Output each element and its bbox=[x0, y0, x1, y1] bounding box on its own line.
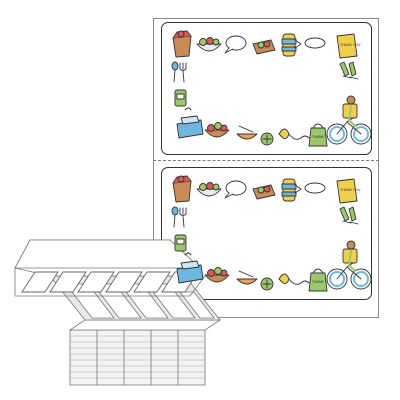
stack-body bbox=[68, 319, 222, 386]
lime-icon bbox=[260, 277, 274, 291]
drink-cup-icon bbox=[281, 33, 302, 57]
drink-can-icon bbox=[174, 89, 187, 107]
speech-bubble-icon bbox=[304, 37, 326, 49]
fruit-bowl-icon bbox=[204, 122, 230, 138]
drink-can-icon bbox=[174, 234, 187, 252]
salad-bowl-icon bbox=[196, 37, 222, 52]
containers-icon bbox=[176, 252, 204, 284]
badge-text: THANK YOU bbox=[312, 280, 333, 284]
speech-bubble-icon bbox=[224, 180, 247, 199]
speech-bubble-icon bbox=[224, 35, 247, 54]
phone-icon bbox=[278, 273, 310, 285]
spoon-fork-icon bbox=[171, 61, 187, 83]
burger-box-icon bbox=[252, 39, 276, 55]
containers-icon bbox=[176, 107, 204, 139]
fruit-bowl-icon bbox=[236, 270, 258, 285]
food-bag-icon: THANK YOU bbox=[336, 33, 361, 59]
phone-icon bbox=[278, 128, 310, 140]
speech-bubble-icon bbox=[304, 182, 326, 194]
leg-icon bbox=[339, 61, 359, 80]
badge-text: THANK YOU bbox=[312, 135, 333, 139]
burger-box-icon bbox=[252, 184, 276, 200]
label-art-bottom: THANK YOU THANK YOU bbox=[171, 175, 372, 292]
drink-cup-icon bbox=[281, 178, 302, 202]
perforation-line bbox=[153, 160, 379, 161]
fruit-bowl-icon bbox=[236, 125, 258, 140]
fruit-bowl-icon bbox=[204, 267, 230, 283]
food-bag-icon: THANK YOU bbox=[336, 178, 361, 204]
shopping-bag-icon: THANK YOU bbox=[308, 268, 333, 292]
shopping-bag-icon: THANK YOU bbox=[308, 123, 333, 147]
lime-icon bbox=[260, 132, 274, 146]
label-art-top: THANK YOU THANK YOU bbox=[171, 30, 372, 147]
takeout-box-icon bbox=[172, 175, 192, 203]
leg-icon bbox=[339, 206, 359, 225]
bag-text: THANK YOU bbox=[340, 43, 361, 47]
takeout-box-icon bbox=[172, 30, 192, 58]
bag-text: THANK YOU bbox=[340, 188, 361, 192]
delivery-cyclist-icon bbox=[326, 240, 372, 290]
delivery-cyclist-icon bbox=[326, 95, 372, 145]
salad-bowl-icon bbox=[196, 182, 222, 197]
spoon-fork-icon bbox=[171, 206, 187, 228]
